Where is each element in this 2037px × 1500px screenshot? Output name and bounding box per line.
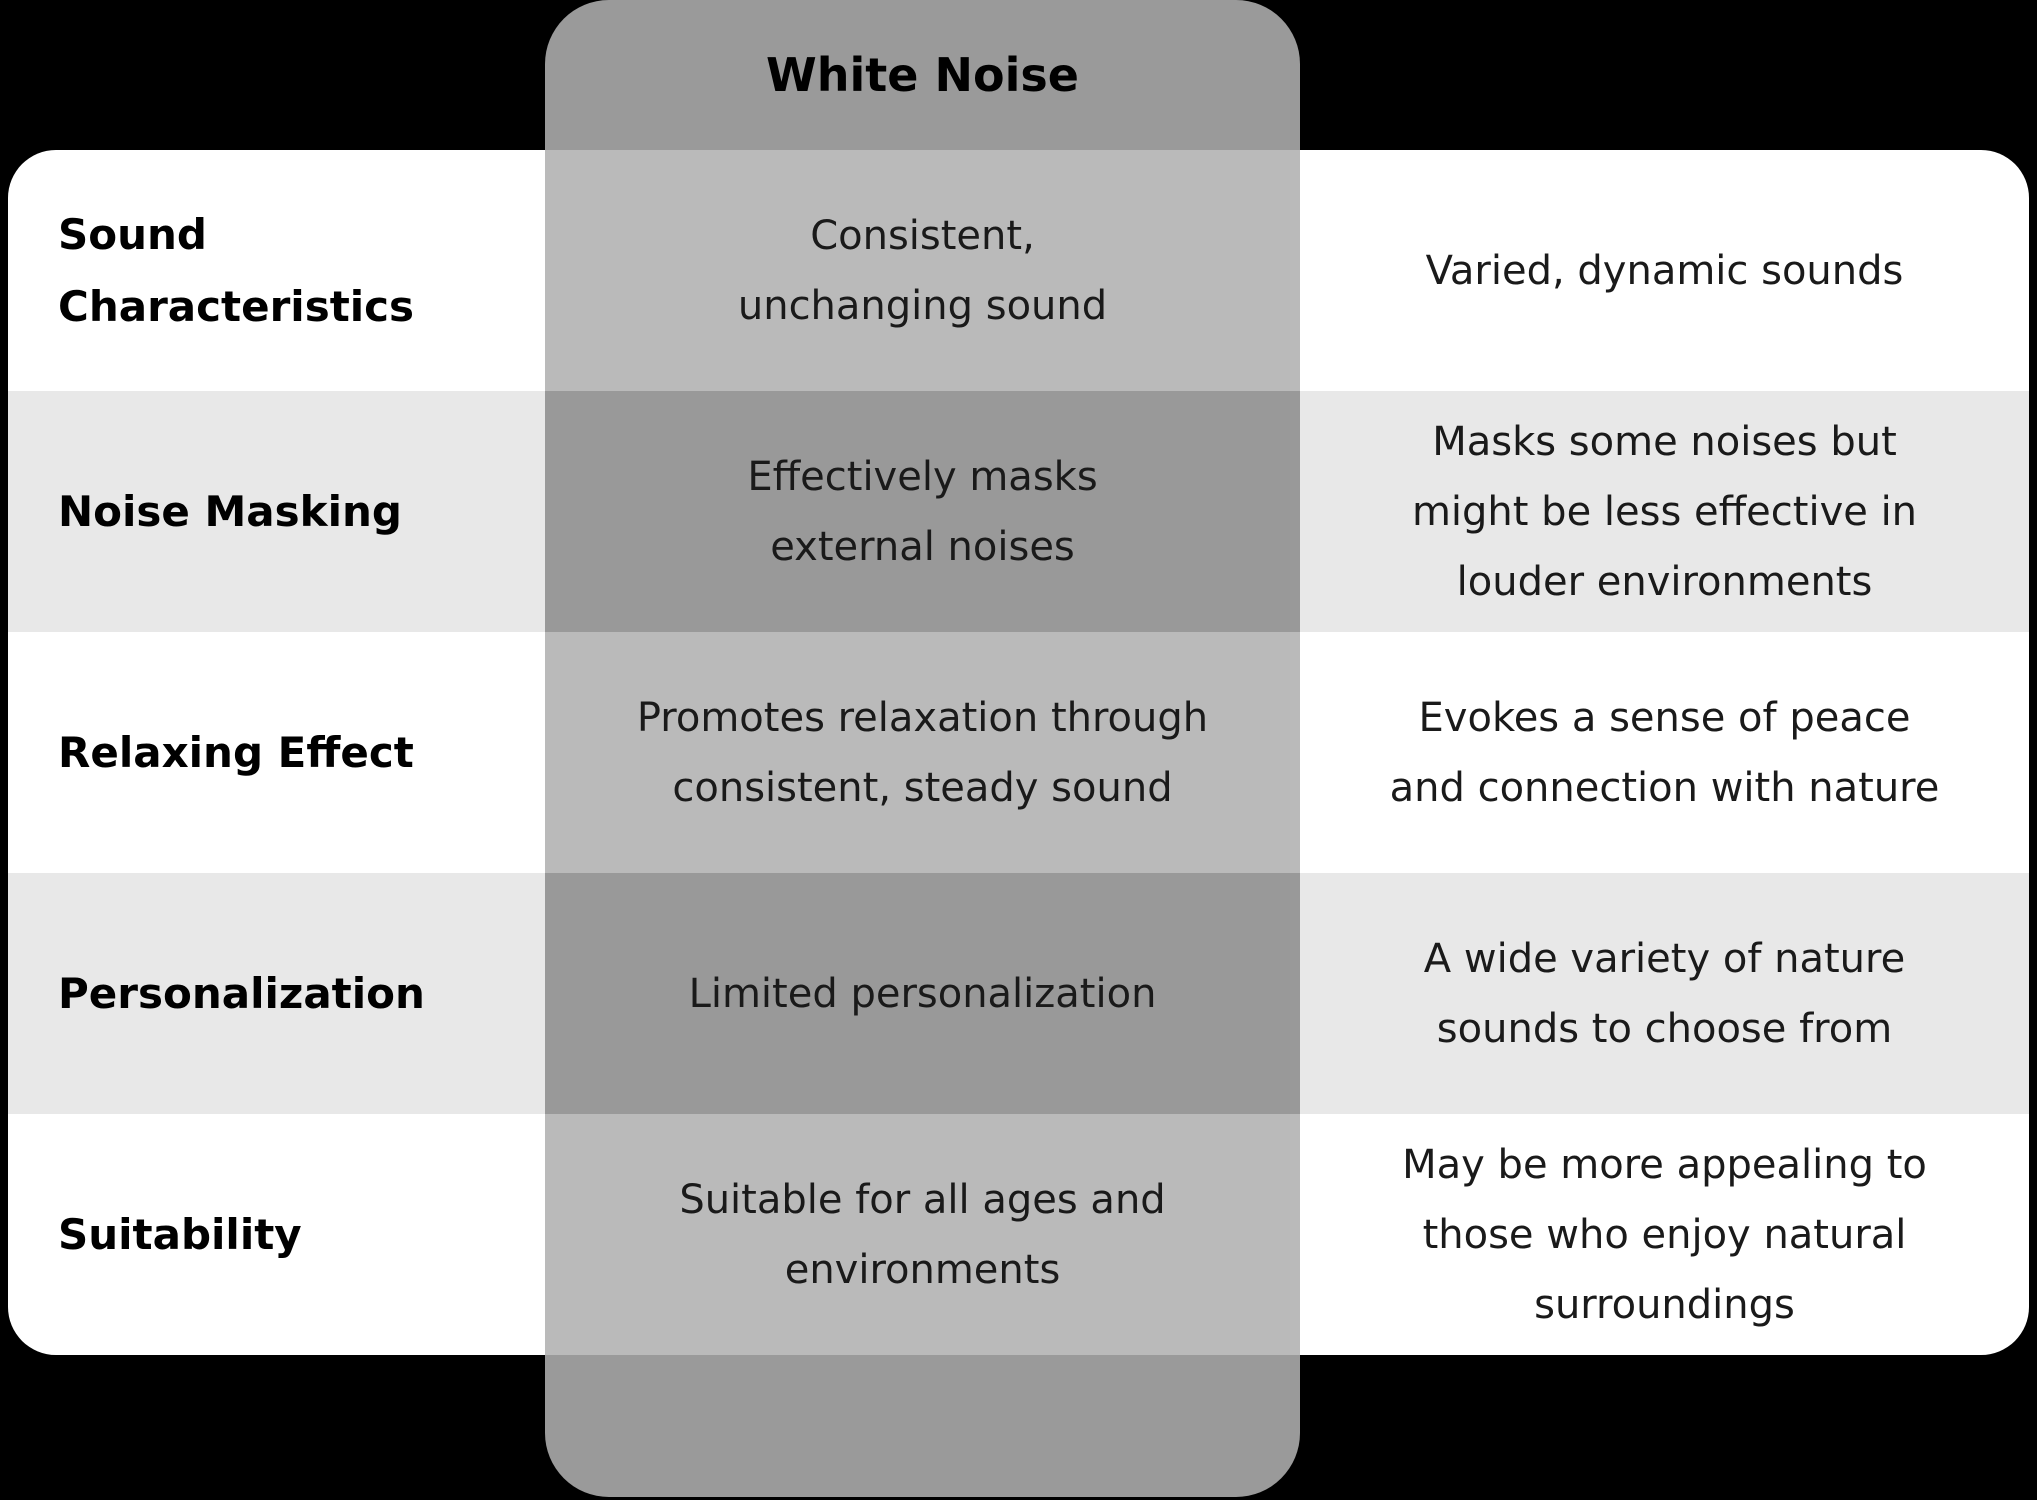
band-row3-segment — [545, 632, 1300, 873]
white-noise-cell: Effectively masks external noises — [747, 453, 1098, 570]
band-row2-segment — [545, 391, 1300, 632]
band-row4-segment — [545, 873, 1300, 1114]
other-cell: A wide variety of nature sounds to choos… — [1423, 935, 1906, 1052]
other-cell: Varied, dynamic sounds — [1425, 247, 1904, 294]
row-label-sound-characteristics: Sound Characteristics — [58, 210, 415, 331]
row-label-relaxing-effect: Relaxing Effect — [58, 727, 414, 777]
row-label-noise-masking: Noise Masking — [58, 486, 402, 536]
white-noise-column-band — [545, 0, 1300, 1497]
white-noise-cell: Limited personalization — [688, 970, 1157, 1017]
row-label-suitability: Suitability — [58, 1209, 302, 1259]
white-noise-column-header: White Noise — [766, 48, 1079, 102]
band-row5-segment — [545, 1114, 1300, 1355]
other-cell: Masks some noises but might be less effe… — [1411, 418, 1918, 605]
other-cell: May be more appealing to those who enjoy… — [1402, 1141, 1927, 1328]
comparison-table: Sound Characteristics Consistent, unchan… — [8, 150, 2029, 1355]
band-header-segment — [545, 0, 1300, 150]
row-label-personalization: Personalization — [58, 968, 425, 1018]
other-cell: Evokes a sense of peace and connection w… — [1389, 694, 1940, 811]
white-noise-cell: Promotes relaxation through consistent, … — [636, 694, 1209, 811]
white-noise-cell: Consistent, unchanging sound — [737, 212, 1108, 329]
white-noise-cell: Suitable for all ages and environments — [679, 1176, 1166, 1293]
band-footer-segment — [545, 1355, 1300, 1497]
band-row1-segment — [545, 150, 1300, 391]
